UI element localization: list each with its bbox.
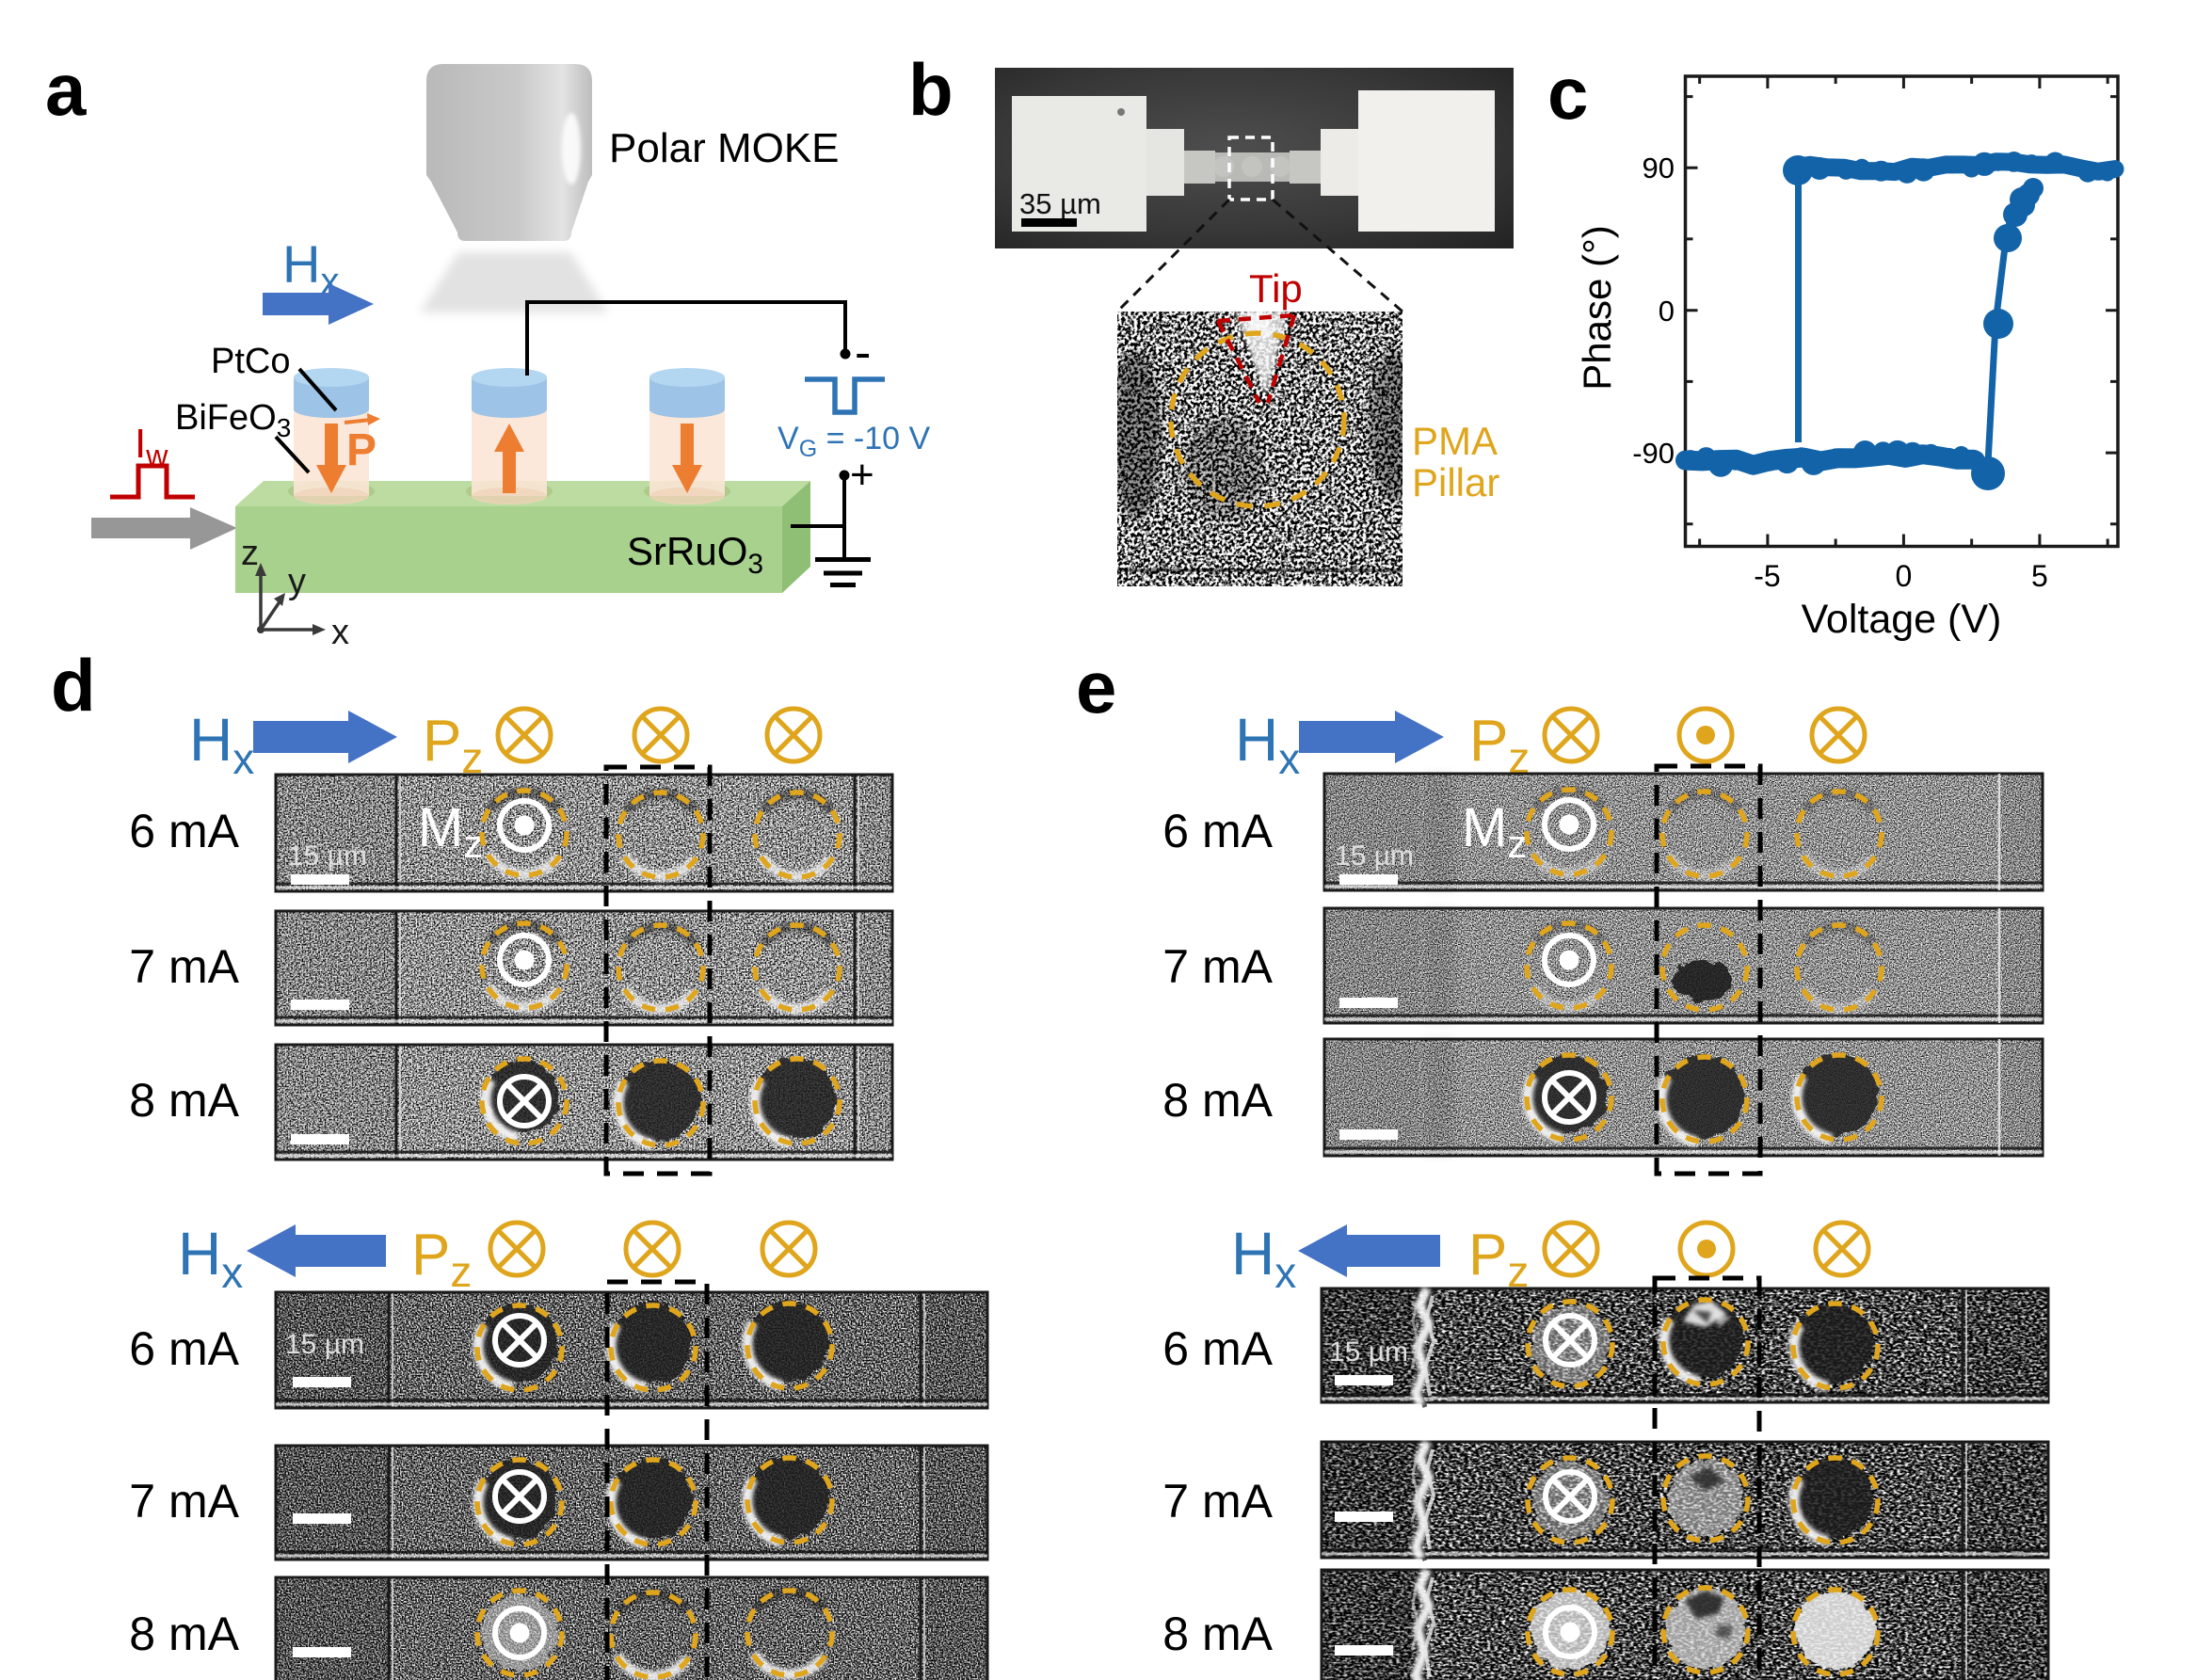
svg-text:5: 5 <box>2031 559 2048 593</box>
svg-text:Polar MOKE: Polar MOKE <box>609 125 840 171</box>
svg-text:6 mA: 6 mA <box>1162 805 1273 857</box>
svg-text:e: e <box>1076 646 1116 728</box>
svg-text:6 mA: 6 mA <box>129 805 239 857</box>
svg-text:6 mA: 6 mA <box>129 1322 239 1375</box>
svg-text:7 mA: 7 mA <box>1162 1475 1273 1528</box>
svg-text:Hx: Hx <box>178 1220 243 1297</box>
svg-text:VG = -10 V: VG = -10 V <box>777 421 930 462</box>
svg-text:+: + <box>850 452 874 498</box>
svg-text:35 µm: 35 µm <box>1019 187 1101 220</box>
svg-text:15 µm: 15 µm <box>288 840 367 872</box>
svg-text:8 mA: 8 mA <box>1162 1074 1273 1127</box>
svg-text:7 mA: 7 mA <box>129 1475 239 1528</box>
svg-text:SrRuO3: SrRuO3 <box>627 529 763 580</box>
svg-text:Pz: Pz <box>1468 1223 1529 1296</box>
svg-text:Hx: Hx <box>1235 706 1300 783</box>
svg-text:z: z <box>241 534 259 573</box>
svg-text:a: a <box>45 48 87 131</box>
svg-text:Pillar: Pillar <box>1412 460 1499 504</box>
svg-text:x: x <box>331 613 349 652</box>
svg-text:Voltage (V): Voltage (V) <box>1802 597 2002 642</box>
svg-text:d: d <box>51 644 96 727</box>
svg-text:BiFeO3: BiFeO3 <box>175 398 291 442</box>
svg-text:Pz: Pz <box>423 709 483 782</box>
svg-text:6 mA: 6 mA <box>1162 1322 1273 1375</box>
svg-text:PtCo: PtCo <box>211 342 290 381</box>
svg-text:P: P <box>346 425 377 475</box>
svg-text:90: 90 <box>1643 152 1675 184</box>
svg-text:7 mA: 7 mA <box>129 940 239 993</box>
svg-text:Mz: Mz <box>418 797 483 866</box>
svg-text:0: 0 <box>1659 295 1675 328</box>
svg-text:-5: -5 <box>1754 559 1780 593</box>
svg-text:Phase (°): Phase (°) <box>1575 225 1619 391</box>
svg-text:8 mA: 8 mA <box>1162 1608 1273 1660</box>
svg-text:7 mA: 7 mA <box>1162 940 1273 993</box>
svg-text:0: 0 <box>1896 559 1913 593</box>
svg-text:Pz: Pz <box>411 1223 472 1296</box>
svg-text:y: y <box>288 562 306 601</box>
svg-text:15 µm: 15 µm <box>1335 840 1414 872</box>
svg-text:b: b <box>908 48 954 131</box>
svg-text:-90: -90 <box>1632 437 1675 470</box>
svg-text:c: c <box>1547 52 1588 135</box>
svg-text:PMA: PMA <box>1412 419 1498 463</box>
svg-text:8 mA: 8 mA <box>129 1608 239 1660</box>
svg-text:15 µm: 15 µm <box>1329 1336 1408 1368</box>
svg-text:Pz: Pz <box>1469 709 1530 782</box>
svg-text:-: - <box>855 326 871 380</box>
svg-text:8 mA: 8 mA <box>129 1074 239 1127</box>
svg-text:Hx: Hx <box>189 706 254 783</box>
svg-text:Tip: Tip <box>1249 266 1303 311</box>
svg-text:Hx: Hx <box>1231 1220 1296 1297</box>
svg-text:15 µm: 15 µm <box>285 1329 364 1360</box>
